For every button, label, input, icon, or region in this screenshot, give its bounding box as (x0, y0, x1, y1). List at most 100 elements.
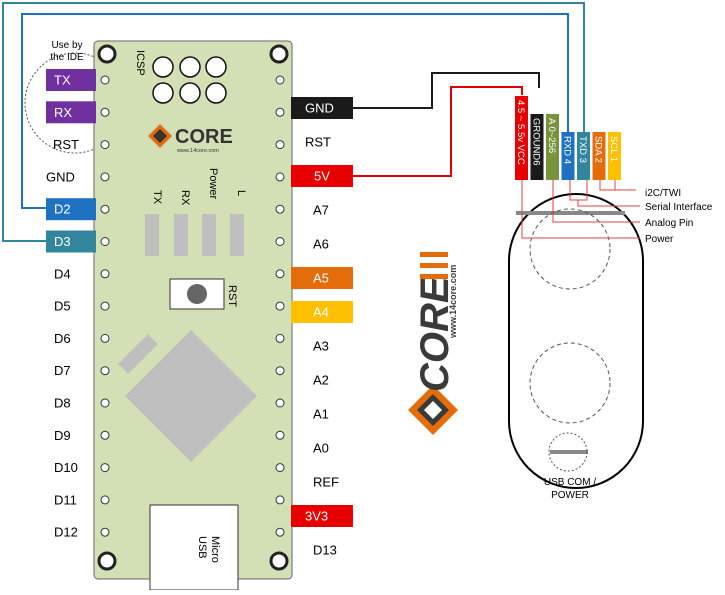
right-pin-a5: A5 (313, 271, 329, 286)
led-power (202, 214, 216, 256)
right-pin-a4: A4 (313, 305, 329, 320)
module-pin-label-3: RXD 4 (562, 136, 573, 164)
pin-badge-tx (46, 69, 96, 91)
usb-highlight-circle (548, 432, 588, 472)
right-pin-3v3: 3V3 (305, 509, 328, 524)
pin-hole-right-10 (275, 398, 285, 408)
led-label-power: Power (207, 168, 219, 200)
right-pin-a2: A2 (313, 373, 329, 388)
module-label-serial: Serial Interface (645, 202, 713, 213)
pin-hole-left-5 (100, 237, 110, 246)
pin-holes (100, 75, 285, 537)
right-pin-a0: A0 (313, 441, 329, 456)
wire-gnd (352, 72, 540, 109)
wire-d2-to-rxd (21, 13, 569, 209)
mount-hole-br (269, 551, 289, 571)
left-pin-d9: D9 (54, 428, 71, 443)
pin-hole-left-7 (100, 301, 110, 311)
board-logo-url: www.14core.com (176, 148, 219, 154)
module-pin-4 (577, 132, 590, 180)
icsp-label: ICSP (134, 50, 146, 76)
module-pin-label-5: SDA 2 (593, 136, 604, 163)
module-pin-3 (561, 132, 575, 180)
pin-hole-right-9 (275, 366, 285, 376)
board-logo: CORE www.14core.com (148, 124, 233, 154)
pin-hole-right-1 (275, 107, 285, 117)
module-brackets (521, 180, 640, 239)
module-pin-label-6: SCL 1 (608, 136, 619, 162)
pin-hole-right-14 (275, 527, 285, 537)
right-pin-a6: A6 (313, 237, 329, 252)
pin-badge-5v (291, 165, 353, 187)
mount-hole-tl (97, 44, 117, 64)
pin-hole-left-6 (100, 269, 110, 279)
reset-button-label: RST (226, 285, 238, 307)
left-pin-d7: D7 (54, 363, 71, 378)
right-pin-a7: A7 (313, 203, 329, 218)
module-pin-5 (592, 132, 606, 180)
pin-hole-right-13 (275, 495, 285, 505)
pin-hole-right-4 (275, 204, 285, 214)
module-bottom-pad (529, 342, 611, 424)
left-pin-d2: D2 (54, 202, 71, 217)
pin-hole-right-3 (275, 172, 285, 182)
micro-usb-label-1: Micro (209, 536, 221, 563)
right-pin-gnd: GND (305, 101, 334, 116)
led-tx (145, 214, 159, 256)
module-label-power: Power (645, 234, 674, 245)
pin-hole-left-11 (100, 430, 110, 440)
sensor-module-body (508, 193, 644, 489)
icsp-header (152, 56, 227, 104)
pin-hole-left-2 (100, 140, 110, 150)
led-label-tx: TX (151, 190, 163, 205)
ide-note-line-2: the IDE (50, 52, 84, 63)
pin-hole-left-10 (100, 398, 110, 408)
left-pin-gnd: GND (46, 169, 75, 184)
mount-hole-tr (269, 44, 289, 64)
pin-badge-3v3 (291, 505, 353, 527)
pin-hole-left-4 (100, 204, 110, 214)
wire-d3-to-txd (2, 2, 585, 242)
pin-hole-left-1 (100, 107, 110, 117)
left-pin-rst: RST (53, 137, 79, 152)
left-pin-d4: D4 (54, 266, 71, 281)
led-rx (174, 214, 188, 256)
module-label-analog: Analog Pin (645, 218, 693, 229)
led-label-rx: RX (179, 190, 191, 206)
left-pin-d10: D10 (54, 460, 78, 475)
right-pin-rst: RST (305, 135, 331, 150)
wire-5v (352, 86, 523, 177)
module-pin-1 (530, 114, 544, 180)
center-logo-url: www.14core.com (448, 265, 458, 339)
left-pin-d3: D3 (54, 234, 71, 249)
left-pin-d5: D5 (54, 299, 71, 314)
pin-hole-right-8 (275, 333, 285, 343)
center-logo: CORE www.14core.com (408, 252, 458, 435)
led-label-l: L (235, 190, 247, 196)
usb-note-line-2: POWER (551, 490, 589, 501)
usb-note-line-1: USB COM / (544, 477, 596, 488)
pin-hole-left-14 (100, 527, 110, 537)
pin-badge-rx (46, 101, 96, 124)
right-pin-d13: D13 (313, 543, 337, 558)
pin-hole-left-3 (100, 172, 110, 182)
module-top-pad (529, 208, 611, 290)
chip-pin1-marker (118, 334, 158, 374)
pin-hole-right-7 (275, 301, 285, 311)
left-pin-d12: D12 (54, 525, 78, 540)
board-logo-word: CORE (175, 126, 233, 148)
led-l (230, 214, 244, 256)
pin-badge-d2 (46, 198, 96, 221)
pin-hole-right-12 (275, 463, 285, 473)
pin-hole-right-2 (275, 140, 285, 150)
pin-badge-a5 (291, 267, 353, 289)
microcontroller-chip (125, 330, 257, 462)
pin-hole-left-9 (100, 366, 110, 376)
reset-button-cap[interactable] (187, 284, 207, 304)
pin-hole-left-0 (100, 75, 110, 85)
module-label-i2c: i2C/TWI (645, 188, 681, 199)
